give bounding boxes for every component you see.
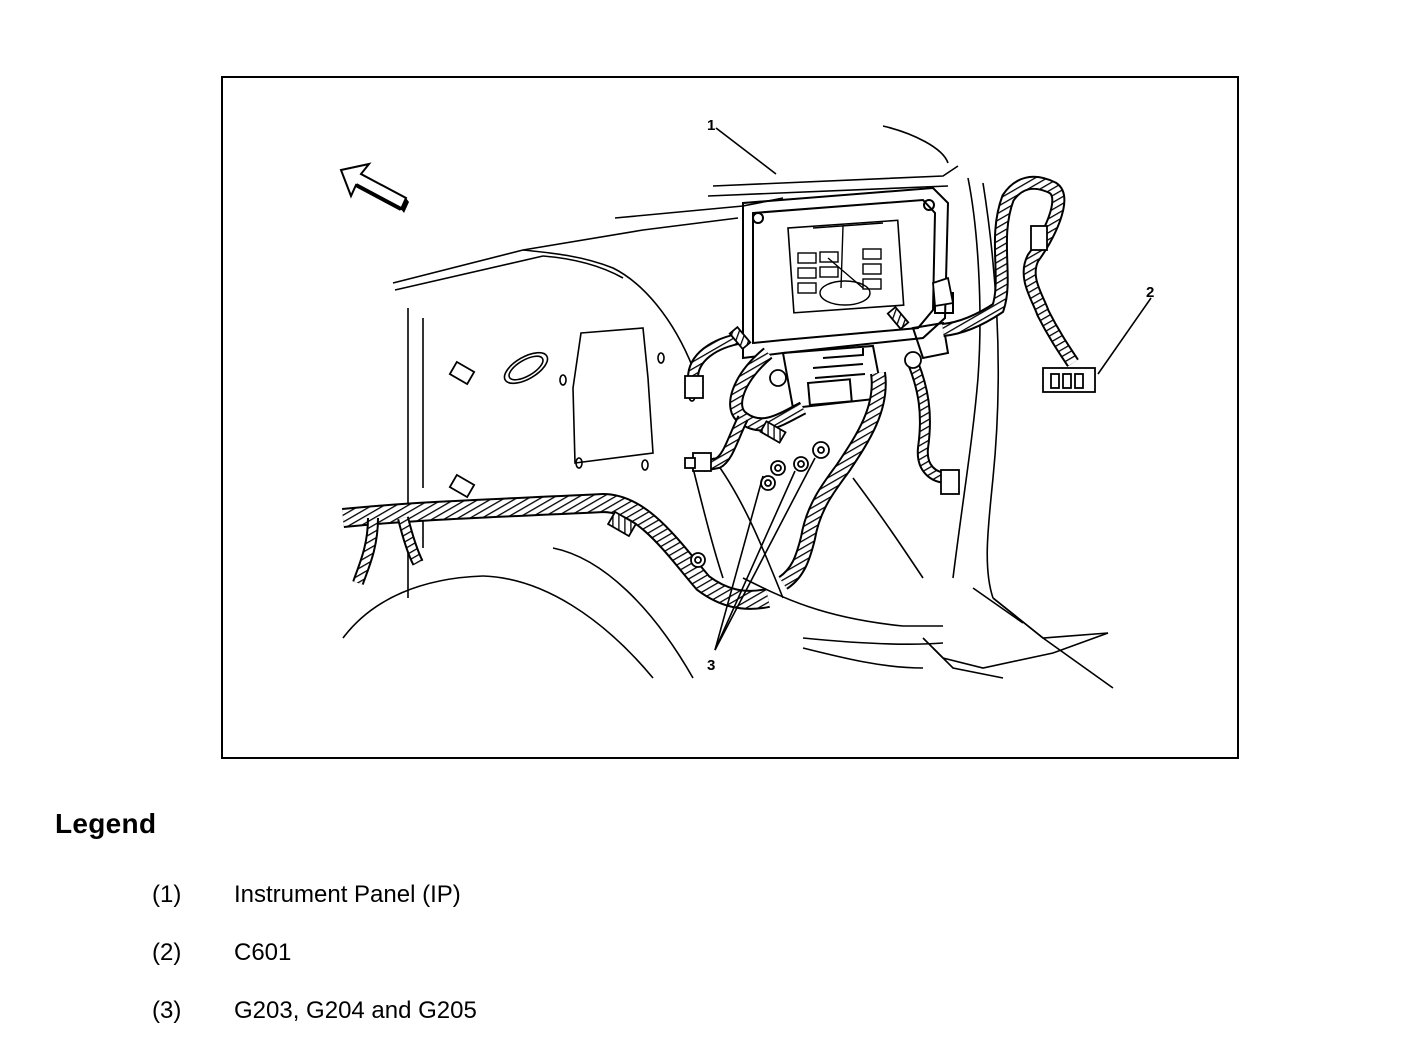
legend-item-label: C601	[234, 939, 292, 966]
ground-studs	[448, 305, 922, 568]
callout-3: 3	[707, 657, 715, 674]
diagram-frame: 1 2 3	[221, 76, 1239, 759]
callout-2: 2	[1146, 284, 1154, 301]
legend-item-label: G203, G204 and G205	[234, 997, 477, 1024]
wiring-harness	[342, 175, 1079, 610]
legend-item: (2) C601	[152, 938, 291, 968]
callout-1: 1	[707, 117, 715, 134]
legend-title: Legend	[55, 808, 157, 839]
legend-item-number: (3)	[152, 997, 182, 1024]
forward-arrow-icon	[339, 162, 409, 213]
leader-lines	[714, 127, 1152, 651]
legend-item-label: Instrument Panel (IP)	[234, 881, 461, 908]
wiring-harness-diagram: 1 2 3	[339, 117, 1154, 689]
legend-item-number: (1)	[152, 881, 182, 908]
legend-item-number: (2)	[152, 939, 182, 966]
legend-item: (3) G203, G204 and G205	[152, 996, 477, 1026]
legend-item: (1) Instrument Panel (IP)	[152, 880, 461, 910]
connectors	[684, 225, 1096, 495]
instrument-panel-plate	[742, 186, 954, 410]
